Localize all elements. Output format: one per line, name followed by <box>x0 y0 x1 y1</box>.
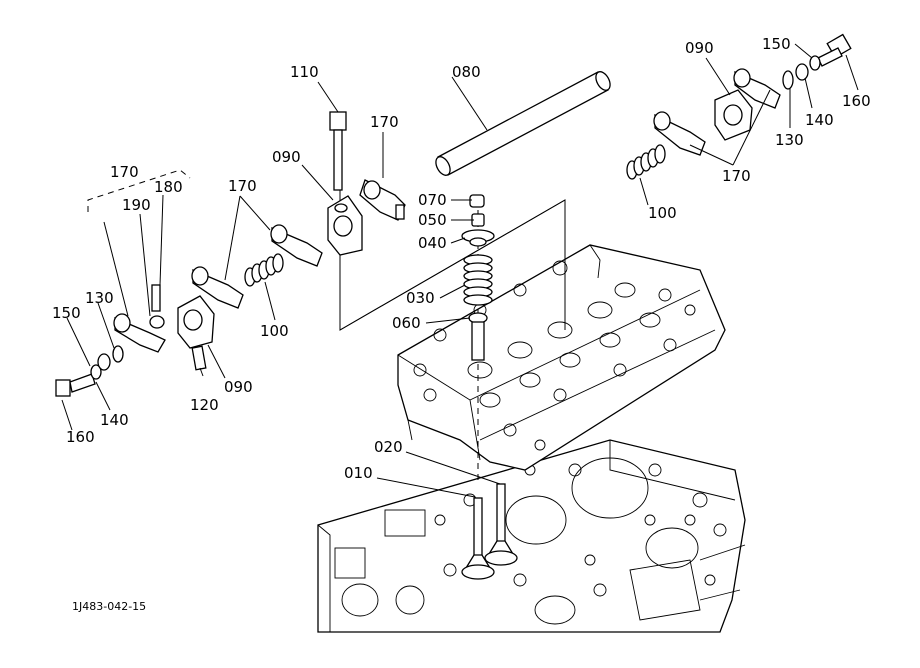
adjust-screw-180 <box>151 284 161 312</box>
callout-040: 040 <box>418 234 447 252</box>
bracket-090-right <box>714 89 753 141</box>
nut-190 <box>149 315 165 329</box>
callout-140-right: 140 <box>805 111 834 129</box>
spring-130-left <box>112 345 124 363</box>
bracket-090-left <box>177 295 215 349</box>
callout-labels: 110 080 090 170 070 050 040 030 060 020 … <box>52 35 871 613</box>
callout-120: 120 <box>190 396 219 414</box>
washer-150-right <box>809 55 821 71</box>
callout-050: 050 <box>418 211 447 229</box>
callout-170-left-mid: 170 <box>228 177 257 195</box>
washer-140-right <box>795 63 809 81</box>
rocker-arm-170-center <box>359 179 406 221</box>
spring-130-right <box>782 70 794 90</box>
drawing-code: 1J483-042-15 <box>72 600 146 613</box>
bolt-110 <box>329 111 347 191</box>
bolt-160-left <box>55 373 96 397</box>
callout-030: 030 <box>406 289 435 307</box>
callout-100-right: 100 <box>648 204 677 222</box>
callout-130-right: 130 <box>775 131 804 149</box>
callout-020: 020 <box>374 438 403 456</box>
callout-190: 190 <box>122 196 151 214</box>
rocker-arm-170-left-mid <box>191 266 244 309</box>
callout-140-left: 140 <box>100 411 129 429</box>
washer-140-left <box>97 353 111 371</box>
callout-110: 110 <box>290 63 319 81</box>
callout-080: 080 <box>452 63 481 81</box>
cylinder-head <box>397 244 726 471</box>
bracket-090-center <box>327 195 363 256</box>
rocker-arm-170-left-low <box>113 313 166 353</box>
callout-010: 010 <box>344 464 373 482</box>
callout-170-right: 170 <box>722 167 751 185</box>
cylinder-block <box>317 439 746 633</box>
callout-090-center: 090 <box>272 148 301 166</box>
rocker-arm-170-right-low <box>653 111 706 156</box>
cap-070 <box>469 194 485 208</box>
spring-100-left <box>244 253 284 287</box>
callout-160-right: 160 <box>842 92 871 110</box>
rocker-arm-170-left-top <box>270 224 323 267</box>
callout-090-left: 090 <box>224 378 253 396</box>
bolt-160-right <box>817 33 852 67</box>
rocker-arm-170-right-top <box>733 68 781 109</box>
leader-lines <box>61 43 859 498</box>
callout-170-center: 170 <box>370 113 399 131</box>
callout-150-right: 150 <box>762 35 791 53</box>
callout-070: 070 <box>418 191 447 209</box>
callout-100-left: 100 <box>260 322 289 340</box>
callout-090-right: 090 <box>685 39 714 57</box>
valve-010 <box>461 497 495 580</box>
callout-060: 060 <box>392 314 421 332</box>
spring-100-right <box>626 144 666 180</box>
callout-160-left: 160 <box>66 428 95 446</box>
callout-130-left: 130 <box>85 289 114 307</box>
valve-spring-stack <box>461 194 495 480</box>
valve-020 <box>484 483 518 566</box>
left-group-bracket <box>87 169 191 212</box>
callout-150-left: 150 <box>52 304 81 322</box>
rocker-shaft <box>435 71 611 176</box>
washer-150-left <box>90 364 102 380</box>
callout-180: 180 <box>154 178 183 196</box>
spring-030 <box>463 254 493 306</box>
pin-120 <box>191 345 207 371</box>
callout-170-left-top: 170 <box>110 163 139 181</box>
